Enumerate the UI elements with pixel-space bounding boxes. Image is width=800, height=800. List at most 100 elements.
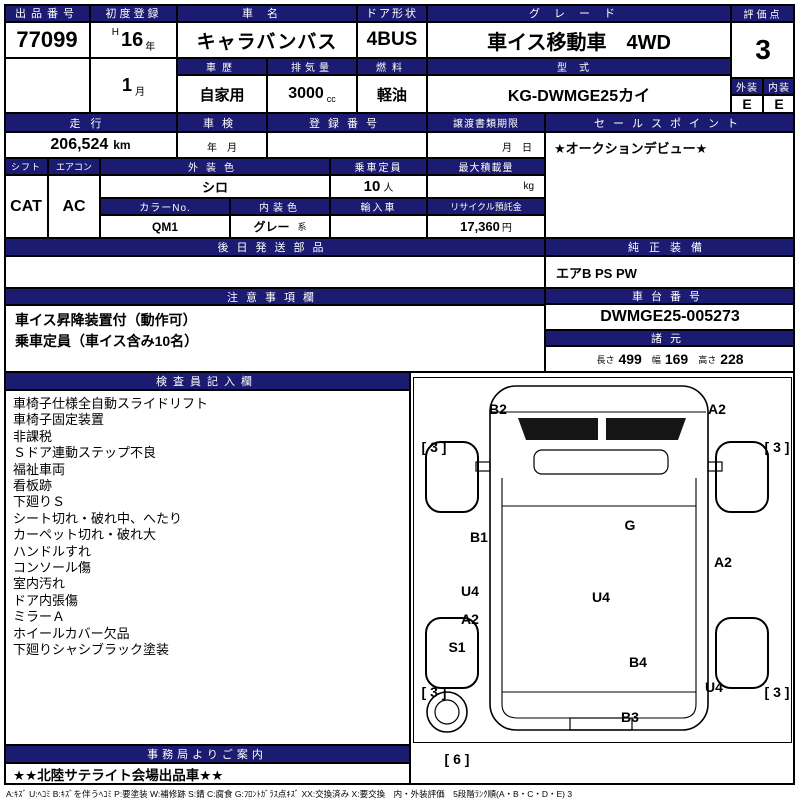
inspector-item: 非課税	[13, 428, 53, 444]
capacity-unit: 人	[383, 183, 394, 194]
model-code-label: 型式	[427, 58, 731, 75]
height-value: 228	[720, 351, 744, 367]
damage-code: S1	[448, 639, 466, 655]
wheel-front-left	[425, 441, 479, 513]
damage-code: A2	[708, 401, 726, 417]
damage-code: [ 3 ]	[421, 439, 447, 455]
inspector-item: カーペット切れ・破れ大	[13, 527, 157, 543]
mileage-unit: km	[113, 138, 131, 152]
ext-color-value: シロ	[100, 175, 330, 198]
damage-code: [ 3 ]	[764, 439, 790, 455]
height-label: 高さ	[698, 354, 717, 365]
recycle-deposit-value: 17,360 円	[427, 215, 545, 238]
score-label: 評価点	[731, 4, 795, 22]
history-value: 自家用	[177, 75, 267, 113]
max-load-label: 最大積載量	[427, 158, 545, 175]
color-no-value: QM1	[100, 215, 230, 238]
inspector-item: コンソール傷	[13, 560, 92, 576]
color-no-label: カラーNo.	[100, 198, 230, 215]
reg-no-label: 登録番号	[267, 113, 427, 132]
int-color-suffix: 系	[297, 222, 307, 232]
int-color-name: グレー	[253, 220, 290, 234]
fuel-value: 軽油	[357, 75, 427, 113]
spare-tire-outer	[426, 691, 468, 733]
damage-code: [ 3 ]	[764, 684, 790, 700]
transfer-deadline-value: 月 日	[427, 132, 545, 158]
door-shape-value: 4BUS	[357, 22, 427, 58]
width-label: 幅	[651, 354, 661, 365]
era-code: H	[111, 27, 119, 38]
dimensions-label: 諸元	[545, 330, 795, 346]
damage-code: [ 3 ]	[421, 684, 447, 700]
shift-label: シフト	[4, 158, 48, 175]
first-reg-month: 1 月	[90, 58, 177, 113]
auction-no-label: 出品番号	[4, 4, 90, 22]
notes-label: 注意事項欄	[4, 288, 545, 305]
exterior-grade: E	[731, 95, 763, 113]
displacement-number: 3000	[288, 85, 324, 102]
first-reg-year: H 16 年	[90, 22, 177, 58]
inspector-item: 下廻りシャシブラック塗装	[13, 642, 170, 658]
auction-no-value: 77099	[4, 22, 90, 58]
width-value: 169	[664, 351, 689, 367]
damage-code: B3	[621, 709, 639, 725]
year-unit: 年	[145, 42, 156, 53]
recycle-amount: 17,360	[460, 219, 500, 234]
transfer-deadline-label: 譲渡書類期限	[427, 113, 545, 132]
grade-value: 車イス移動車 4WD	[427, 22, 731, 58]
interior-label: 内装	[763, 78, 795, 95]
damage-code: U4	[592, 589, 610, 605]
mileage-label: 走行	[4, 113, 177, 132]
inspector-item: 車椅子固定装置	[13, 412, 105, 428]
equipment-label: 純正装備	[545, 238, 795, 256]
equipment-value: エアB PS PW	[545, 256, 795, 288]
damage-code: B1	[470, 529, 488, 545]
sales-point-value: ★オークションデビュー★	[545, 132, 795, 238]
length-value: 499	[618, 351, 642, 367]
inspector-label: 検査員記入欄	[4, 372, 410, 390]
damage-code: B2	[489, 401, 507, 417]
inspector-item: ドア内張傷	[13, 592, 79, 608]
ext-color-label: 外装色	[100, 158, 330, 175]
recycle-deposit-label: リサイクル預託金	[427, 198, 545, 215]
inspector-item: シート切れ・破れ中、へたり	[13, 510, 183, 526]
rear-plate	[569, 717, 633, 731]
damage-code: G	[624, 517, 636, 533]
fuel-label: 燃料	[357, 58, 427, 75]
inspector-item: 下廻りＳ	[13, 494, 66, 510]
empty-cell-under-auction-no	[4, 58, 90, 113]
capacity-value: 10 人	[330, 175, 427, 198]
windshield-left	[518, 418, 598, 440]
inspector-item: Ｓドア連動ステップ不良	[13, 445, 157, 461]
office-value: ★★北陸サテライト会場出品車★★	[4, 763, 410, 785]
sales-point-label: セールスポイント	[545, 113, 795, 132]
month-unit: 月	[135, 87, 145, 98]
length-label: 長さ	[596, 354, 615, 365]
inspector-item: 室内汚れ	[13, 576, 66, 592]
note-line: 乗車定員（車イス含み10名）	[15, 333, 199, 349]
max-load-value: kg	[427, 175, 545, 198]
aircon-label: エアコン	[48, 158, 100, 175]
inspector-item: 看板跡	[13, 478, 53, 494]
import-car-value	[330, 215, 427, 238]
diagram-box	[413, 377, 792, 743]
first-reg-label: 初度登録	[90, 4, 177, 22]
shift-value: CAT	[4, 175, 48, 238]
notes-lines: 車イス昇降装置付（動作可）乗車定員（車イス含み10名）	[4, 305, 545, 372]
import-car-label: 輸入車	[330, 198, 427, 215]
model-code-value: KG-DWMGE25カイ	[427, 75, 731, 113]
exterior-label: 外装	[731, 78, 763, 95]
damage-code: U4	[705, 679, 723, 695]
dimensions-value: 長さ 499 幅 169 高さ 228	[545, 346, 795, 372]
door-shape-label: ドア形状	[357, 4, 427, 22]
displacement-value: 3000 cc	[267, 75, 357, 113]
recycle-unit: 円	[501, 223, 512, 234]
damage-code: [ 6 ]	[444, 751, 470, 767]
inspector-item: 車椅子仕様全自動スライドリフト	[13, 396, 209, 411]
inspector-item: 福祉車両	[13, 461, 66, 477]
int-color-label: 内装色	[230, 198, 330, 215]
mileage-value: 206,524 km	[4, 132, 177, 158]
